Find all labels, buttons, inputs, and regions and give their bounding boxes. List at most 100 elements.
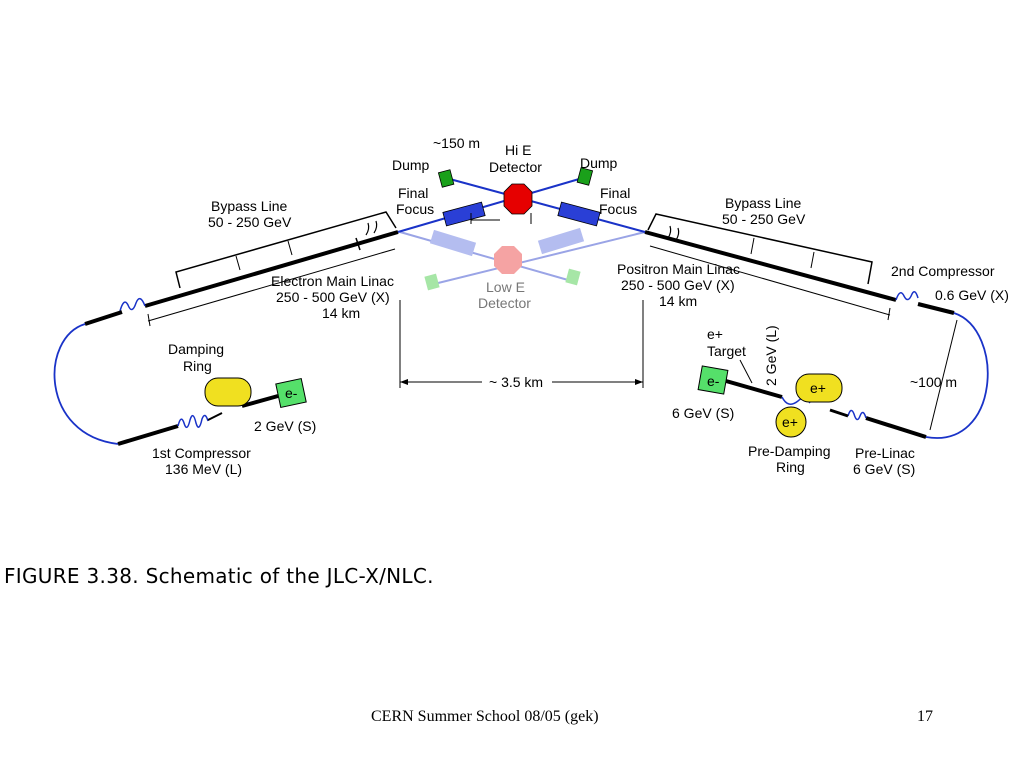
electron-linac-label-1: Electron Main Linac [271, 273, 394, 289]
electron-linac-dim-line [147, 248, 396, 322]
second-compressor-wiggle [895, 291, 919, 301]
bypass-left-divider-2 [287, 240, 293, 256]
positron-main-linac [644, 230, 897, 302]
first-compressor-wiggle [177, 414, 209, 429]
low-e-dump-left [424, 273, 440, 291]
hi-e-beam-line-2 [445, 177, 646, 233]
positron-linac-label-3: 14 km [659, 293, 697, 309]
low-e-beam-line-2 [429, 231, 646, 286]
bypass-right-divider-2 [810, 251, 815, 269]
damping-ring-icon [204, 377, 252, 407]
low-e-detector-label-2: Detector [478, 295, 531, 311]
pre-linac-label-2: 6 GeV (S) [853, 461, 915, 477]
diagram-labels: ~150 m Hi E Detector Dump Dump Final Foc… [152, 135, 1009, 477]
low-e-detector-label-1: Low E [486, 279, 525, 295]
low-e-final-focus-left [429, 229, 477, 257]
first-compressor-line [117, 424, 179, 446]
dump-left-icon [437, 169, 455, 188]
positron-linac-dim-line [649, 245, 891, 316]
low-e-crossing [399, 227, 646, 291]
electron-linac-label-3: 14 km [322, 305, 360, 321]
positron-linac-label-2: 250 - 500 GeV (X) [621, 277, 735, 293]
pre-damping-ring-upper-symbol: e+ [810, 380, 826, 396]
positron-side: e- e+ e+ [644, 213, 989, 439]
page-number: 17 [917, 708, 933, 725]
dump-right-icon [576, 167, 594, 186]
low-e-detector-icon [494, 246, 522, 274]
dump-left-label: Dump [392, 157, 430, 173]
electron-linac-tick-1 [355, 237, 361, 251]
separation-distance-label: ~ 3.5 km [489, 374, 543, 390]
hi-e-beam-line-1 [397, 176, 587, 233]
distance-150m-label: ~150 m [433, 135, 480, 151]
bypass-right-label-1: Bypass Line [725, 195, 801, 211]
final-focus-right-label-1: Final [600, 185, 630, 201]
positron-return-loop [925, 312, 989, 439]
electron-source-label: 2 GeV (S) [254, 418, 316, 434]
bypass-line-left [175, 211, 397, 289]
bypass-right-label-2: 50 - 250 GeV [722, 211, 806, 227]
electron-linac-dim-tick-left [147, 313, 151, 327]
electron-linac-label-2: 250 - 500 GeV (X) [276, 289, 390, 305]
electron-main-linac [144, 230, 399, 308]
second-compressor-label-1: 2nd Compressor [891, 263, 995, 279]
distance-100m-label: ~100 m [910, 374, 957, 390]
electron-source-symbol: e- [285, 385, 298, 401]
positron-source-energy-label: 6 GeV (S) [672, 405, 734, 421]
positron-linac-label-1: Positron Main Linac [617, 261, 740, 277]
pre-linac-label-1: Pre-Linac [855, 445, 915, 461]
damping-ring-exit-line [207, 412, 223, 421]
second-compressor-label-2: 0.6 GeV (X) [935, 287, 1009, 303]
positron-target-label-1: e+ [707, 326, 723, 342]
dump-right-label: Dump [580, 155, 618, 171]
low-e-beam-line-1 [399, 231, 576, 283]
damping-ring-label-2: Ring [183, 358, 212, 374]
footer-text: CERN Summer School 08/05 (gek) [371, 708, 599, 725]
pre-damping-ring-label-2: Ring [776, 459, 805, 475]
damping-ring-label-1: Damping [168, 341, 224, 357]
pre-damping-to-prelinac-line [829, 408, 849, 418]
target-pointer [739, 359, 753, 384]
hi-e-crossing [397, 167, 646, 233]
positron-target-label-2: Target [707, 343, 746, 359]
final-focus-left-label-1: Final [398, 185, 428, 201]
second-compressor-line [917, 302, 955, 315]
pre-damping-ring-lower-symbol: e+ [782, 414, 798, 430]
pre-damping-ring-lower-icon [775, 406, 807, 438]
hi-e-detector-label-2: Detector [489, 159, 542, 175]
figure-caption: FIGURE 3.38. Schematic of the JLC-X/NLC. [4, 564, 434, 588]
separation-arrowhead-left [400, 379, 408, 385]
hi-e-detector-icon [503, 183, 533, 215]
final-focus-left-label-2: Focus [396, 201, 434, 217]
damping-ring-to-source-line [241, 394, 279, 408]
final-focus-left-magnet [442, 201, 486, 227]
electron-return-loop [53, 323, 119, 445]
low-e-final-focus-right [537, 227, 585, 255]
pre-linac-wiggle [847, 409, 867, 421]
pre-damping-ring-label-1: Pre-Damping [748, 443, 830, 459]
electron-wiggle-top [119, 297, 146, 312]
final-focus-right-label-2: Focus [599, 201, 637, 217]
first-compressor-label-2: 136 MeV (L) [165, 461, 242, 477]
pre-linac-line [865, 416, 927, 439]
bypass-right-divider-1 [750, 237, 755, 255]
electron-side: e- [53, 211, 399, 446]
positron-linac-break [667, 225, 680, 241]
low-e-dump-right [565, 268, 581, 286]
electron-linac-break [365, 220, 378, 236]
bypass-left-label-1: Bypass Line [211, 198, 287, 214]
positron-source-line [725, 379, 783, 399]
positron-linac-dim-tick-right [887, 307, 891, 321]
separation-dimension [399, 300, 644, 388]
bypass-left-divider-1 [235, 255, 241, 271]
electron-source-icon [275, 377, 307, 409]
bypass-line-right [647, 213, 873, 285]
distance-100m-arrow [929, 319, 958, 431]
hi-e-detector-label-1: Hi E [505, 142, 531, 158]
positron-source-symbol: e- [707, 373, 720, 389]
pre-damping-ring-upper-icon [795, 373, 843, 403]
final-focus-right-magnet [557, 201, 601, 227]
positron-booster-energy-label: 2 GeV (L) [763, 325, 779, 386]
